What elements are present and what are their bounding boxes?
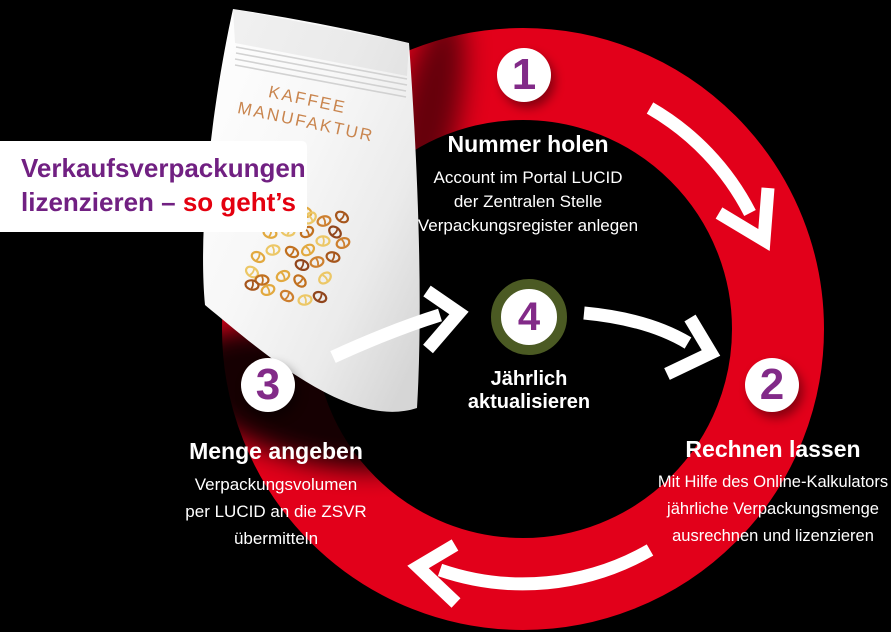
coffee-bean-icon bbox=[250, 250, 266, 264]
bag-seal bbox=[233, 9, 409, 76]
intro-title-line2-accent: so geht’s bbox=[182, 187, 297, 217]
bag-ridge-line bbox=[235, 52, 408, 86]
coffee-bean-icon bbox=[328, 225, 342, 239]
step-3-description: Verpackungsvolumen per LUCID an die ZSVR… bbox=[185, 475, 367, 548]
step-2-number: 2 bbox=[759, 360, 785, 409]
bag-ridge-line bbox=[235, 46, 408, 80]
coffee-bean-icon bbox=[300, 243, 316, 257]
coffee-bean-icon bbox=[315, 235, 331, 247]
step-1-description: Account im Portal LUCID der Zentralen St… bbox=[417, 168, 639, 235]
step-1-block: Nummer holen Account im Portal LUCID der… bbox=[378, 131, 678, 238]
coffee-bean-icon bbox=[309, 256, 325, 268]
step-3-title: Menge angeben bbox=[189, 438, 363, 464]
coffee-bean-icon bbox=[316, 215, 332, 227]
step-2-description: Mit Hilfe des Online-Kalkulators jährlic… bbox=[657, 473, 889, 545]
bag-ridge-line bbox=[234, 64, 407, 98]
intro-title-line2: lizenzieren – so geht’s bbox=[21, 184, 307, 220]
arrow-step4-to-step2 bbox=[583, 306, 721, 380]
step-4-number: 4 bbox=[517, 294, 541, 339]
arrow-step3-to-step4 bbox=[330, 285, 469, 363]
intro-card: Verkaufsverpackungen lizenzieren – so ge… bbox=[0, 141, 307, 232]
step-2-block: Rechnen lassen Mit Hilfe des Online-Kalk… bbox=[639, 436, 891, 550]
step-2-title: Rechnen lassen bbox=[685, 436, 861, 462]
bag-ridge-line bbox=[234, 58, 407, 92]
coffee-bag: KAFFEE MANUFAKTUR bbox=[203, 9, 420, 412]
arrow-step1-to-step2 bbox=[646, 102, 775, 251]
flow-arrows bbox=[330, 102, 775, 608]
coffee-bean-icon bbox=[265, 244, 281, 256]
step-2-badge: 2 bbox=[745, 358, 799, 412]
step-3-block: Menge angeben Verpackungsvolumen per LUC… bbox=[156, 438, 396, 552]
coffee-bean-icon bbox=[297, 294, 313, 306]
coffee-bean-icon bbox=[294, 259, 310, 271]
step-1-title: Nummer holen bbox=[447, 131, 609, 157]
step-3-number: 3 bbox=[255, 360, 281, 409]
coffee-bean-icon bbox=[334, 210, 350, 224]
coffee-bean-icon bbox=[325, 251, 341, 263]
coffee-bean-icon bbox=[275, 269, 291, 283]
coffee-bean-icon bbox=[318, 271, 332, 285]
step-4-label: Jährlich aktualisieren bbox=[467, 368, 591, 413]
coffee-bean-icon bbox=[279, 289, 295, 303]
step-1-number: 1 bbox=[511, 50, 537, 99]
coffee-bean-icon bbox=[260, 284, 276, 296]
coffee-bean-icon bbox=[312, 290, 328, 304]
intro-title-line2-prefix: lizenzieren – bbox=[21, 187, 183, 217]
step-4-badge: 4 bbox=[491, 279, 567, 355]
intro-title-line1: Verkaufsverpackungen bbox=[21, 153, 306, 183]
arrow-step2-to-step3 bbox=[407, 539, 654, 608]
coffee-bean-icon bbox=[284, 245, 300, 259]
coffee-bean-icon bbox=[254, 274, 270, 286]
coffee-bean-icon bbox=[244, 279, 260, 291]
step-1-badge: 1 bbox=[497, 48, 551, 102]
step-3-badge: 3 bbox=[241, 358, 295, 412]
coffee-bean-icon bbox=[335, 237, 351, 249]
